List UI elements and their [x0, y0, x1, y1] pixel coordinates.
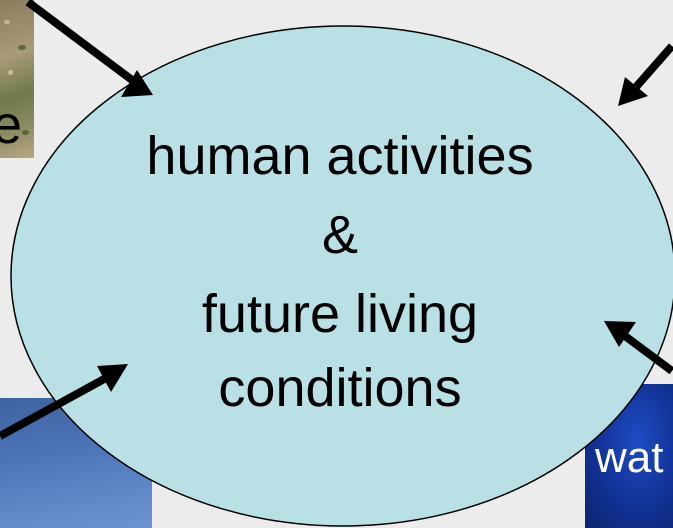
center-line-1: human activities [146, 126, 534, 186]
center-line-2: & [321, 205, 359, 265]
bottom-right-label-fragment: wat [595, 433, 664, 482]
central-ellipse [10, 25, 673, 527]
arrowhead-top-left [121, 70, 153, 97]
top-left-photo [0, 0, 34, 158]
arrowhead-bottom-right [604, 321, 636, 347]
arrows [0, 0, 673, 440]
arrow-bottom-left [0, 374, 108, 440]
arrowhead-top-right [618, 77, 648, 106]
arrow-top-right [632, 43, 673, 90]
arrowhead-bottom-left [97, 364, 128, 392]
center-line-3: future living [201, 284, 479, 344]
arrow-bottom-right [622, 332, 673, 375]
top-left-label-fragment: e [0, 95, 23, 155]
arrow-top-left [25, 0, 135, 84]
center-line-4: conditions [218, 358, 462, 418]
